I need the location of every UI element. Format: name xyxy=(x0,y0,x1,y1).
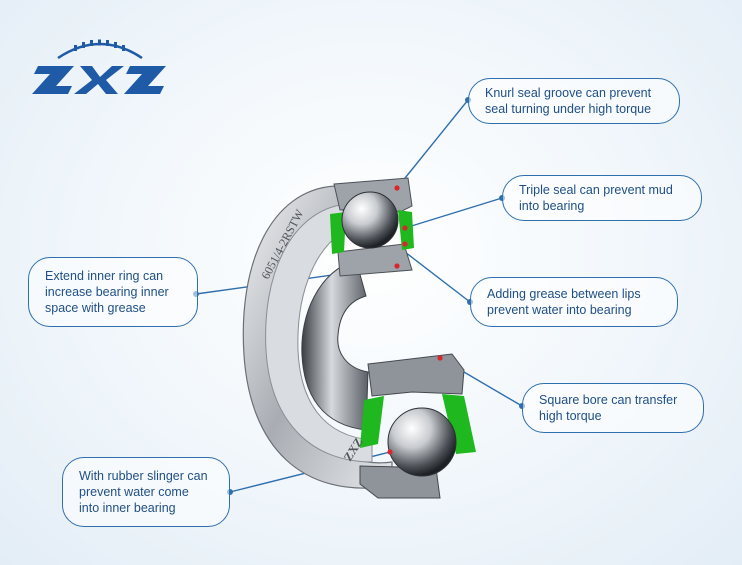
callout-triple-seal: Triple seal can prevent mud into bearing xyxy=(502,175,702,221)
callout-rubber-slinger: With rubber slinger can prevent water co… xyxy=(62,457,230,527)
callout-text: With rubber slinger can prevent water co… xyxy=(79,469,208,515)
shield-face xyxy=(265,204,373,463)
lower-seal-left xyxy=(360,396,384,448)
logo-arc-rollers xyxy=(74,39,125,51)
callout-grease-between-lips: Adding grease between lips prevent water… xyxy=(470,277,678,327)
lower-section-outer-ring xyxy=(367,353,465,397)
indicator-dots xyxy=(387,185,443,455)
upper-section-inner-ring xyxy=(337,243,413,277)
callout-knurl-seal-groove: Knurl seal groove can prevent seal turni… xyxy=(468,78,680,124)
callout-text: Knurl seal groove can prevent seal turni… xyxy=(485,86,652,116)
callout-text: Adding grease between lips prevent water… xyxy=(487,287,641,317)
callout-square-bore: Square bore can transfer high torque xyxy=(522,383,704,433)
lower-ball xyxy=(387,407,457,477)
zxz-logo xyxy=(32,39,166,94)
lower-seal-right xyxy=(442,394,476,454)
callout-text: Square bore can transfer high torque xyxy=(539,393,678,423)
upper-ball xyxy=(341,191,399,249)
logo-letters xyxy=(32,66,166,94)
callout-text: Extend inner ring can increase bearing i… xyxy=(45,269,169,315)
bore-surface xyxy=(301,259,369,431)
callout-extend-inner-ring: Extend inner ring can increase bearing i… xyxy=(28,257,198,327)
callout-text: Triple seal can prevent mud into bearing xyxy=(519,183,673,213)
